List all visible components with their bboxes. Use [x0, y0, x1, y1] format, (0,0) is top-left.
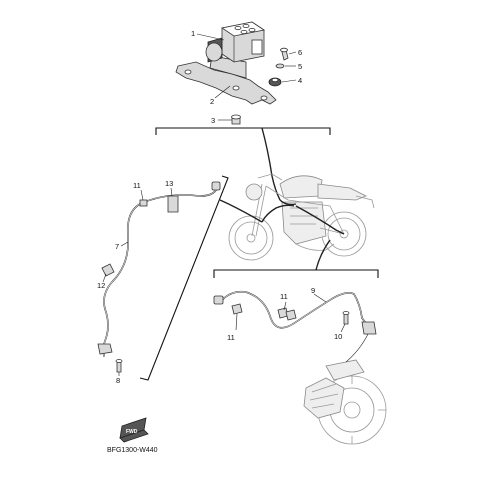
top-group-frame — [155, 127, 331, 135]
abs-unit-on-bike — [279, 199, 297, 206]
abs-motor-end — [205, 42, 223, 62]
callout-9: 9 — [311, 286, 315, 295]
motorcycle-silhouette — [228, 173, 375, 261]
caliper-bracket — [325, 359, 365, 381]
cable-clamp-11-c — [285, 309, 297, 321]
swingarm — [319, 227, 345, 235]
rear-sensor-location-line — [315, 239, 331, 271]
rear-wheel-sensor-group: 11 11 9 10 — [213, 286, 387, 445]
callout-6: 6 — [298, 48, 302, 57]
callout-13: 13 — [165, 179, 173, 188]
callout-1: 1 — [191, 29, 195, 38]
callout-11-rear-left: 11 — [227, 333, 235, 342]
collar-part-5 — [275, 63, 285, 69]
rear-group-frame — [213, 269, 379, 278]
cable-holder-13 — [167, 195, 179, 213]
front-sensor-connector — [211, 181, 221, 191]
brake-port — [240, 29, 248, 34]
fwd-label: FWD — [126, 429, 138, 435]
bracket-hole — [232, 85, 240, 91]
callout-11-front: 11 — [133, 181, 141, 190]
brake-port — [234, 25, 242, 30]
engine — [281, 201, 327, 245]
callout-3: 3 — [211, 116, 215, 125]
cable-clamp-11 — [139, 199, 148, 207]
callout-10: 10 — [334, 332, 342, 341]
bracket-hole — [184, 69, 192, 75]
callout-11-rear-top: 11 — [280, 292, 288, 301]
brake-port — [242, 23, 250, 28]
front-wheel-sensor-group: 11 13 7 12 8 — [97, 179, 221, 385]
abs-connector — [251, 39, 263, 55]
callout-5: 5 — [298, 62, 302, 71]
bolt-part-10 — [343, 313, 349, 325]
front-sensor-cable — [102, 189, 217, 357]
callout-7: 7 — [115, 242, 119, 251]
abs-unit-group: 1 2 3 4 5 6 — [175, 21, 302, 125]
drawing-code: BFG1300-W440 — [107, 447, 158, 454]
handlebar — [257, 173, 283, 181]
fuel-tank — [279, 175, 323, 199]
front-sensor-location-line — [219, 199, 263, 223]
tail — [355, 195, 375, 209]
callout-4: 4 — [298, 76, 302, 85]
front-sensor-route — [261, 204, 295, 223]
bolt-part-8 — [116, 361, 122, 373]
bolt-part-3-head — [231, 114, 241, 120]
front-direction-mark: FWD — [119, 417, 149, 443]
rear-sensor-route — [295, 205, 345, 235]
grommet-part-4-hole — [271, 78, 279, 83]
rear-brake-caliper — [303, 377, 345, 419]
callout-2: 2 — [210, 97, 214, 106]
disc-vents — [318, 376, 386, 444]
rear-sensor-connector — [213, 295, 224, 305]
callout-8: 8 — [116, 376, 120, 385]
cable-clamp-11-a — [231, 303, 243, 315]
hydraulic-unit-top — [220, 21, 266, 37]
front-sensor-head — [97, 343, 113, 355]
rear-sensor-head — [361, 321, 377, 335]
front-wheel — [228, 215, 274, 261]
bolt-part-6-head — [280, 47, 288, 53]
seat — [317, 183, 367, 201]
bracket-hole — [260, 95, 268, 101]
callout-12: 12 — [97, 281, 105, 290]
abs-unit-location-line — [261, 127, 281, 201]
cable-clamp-12 — [101, 263, 115, 277]
front-group-frame — [139, 175, 229, 381]
headlight — [245, 183, 263, 201]
brake-port — [248, 27, 256, 32]
exhaust — [295, 243, 335, 251]
